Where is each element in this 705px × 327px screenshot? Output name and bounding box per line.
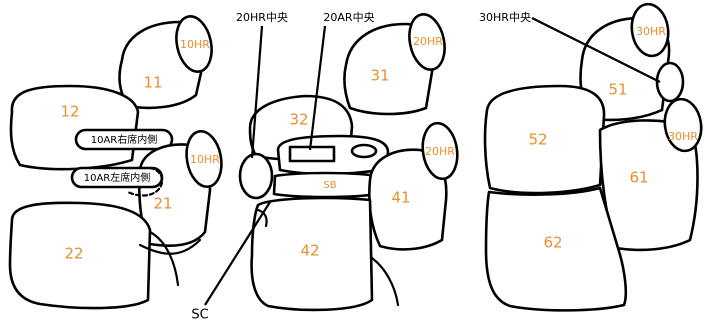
part-22-outline (8, 201, 152, 310)
label-41: 41 (391, 189, 410, 207)
front-seats-group (8, 15, 223, 310)
label-52: 52 (528, 131, 547, 149)
label-10ar-left: 10AR左席内側 (84, 171, 151, 184)
armrest-20ar-cupholder (350, 143, 378, 159)
label-20hr-mid: 20HR (425, 145, 455, 158)
headrest-30hr-top-outline (630, 2, 670, 58)
leader-20ar-center (308, 25, 327, 151)
label-sb: SB (323, 180, 336, 191)
part-52-outline (483, 84, 606, 195)
label-10hr-mid: 10HR (190, 153, 220, 166)
callout-sc: SC (191, 308, 208, 323)
armrest-20ar-tray (288, 145, 336, 163)
label-32: 32 (289, 111, 308, 129)
leader-sc (204, 201, 271, 306)
third-row-seats-group (483, 2, 703, 312)
headrest-10hr-mid-outline (185, 129, 223, 189)
leader-30hr-center (531, 17, 661, 83)
label-31: 31 (370, 67, 389, 85)
part-12-outline (9, 84, 140, 171)
headrest-30hr-center-outline (655, 61, 685, 103)
label-10hr-top: 10HR (180, 38, 210, 51)
label-20hr-top: 20HR (413, 35, 443, 48)
headrest-labels: 10HR 10HR 20HR 20HR 30HR 30HR (180, 25, 698, 166)
part-41-outline (368, 148, 448, 251)
part-22-detail (148, 230, 180, 287)
headrest-20hr-mid-outline (421, 121, 459, 181)
headrest-20hr-center-outline (238, 152, 274, 200)
leader-20hr-center (250, 25, 264, 159)
headrest-30hr-mid-outline (663, 97, 703, 153)
callout-labels: 20HR中央 20AR中央 30HR中央 SC (191, 11, 531, 323)
label-42: 42 (300, 242, 319, 260)
callout-30hr-center: 30HR中央 (479, 11, 531, 24)
label-61: 61 (629, 169, 648, 187)
part-62-outline (484, 186, 628, 312)
label-22: 22 (64, 245, 83, 263)
part-21-detail (138, 238, 202, 255)
armrest-labels: 10AR右席内側 10AR左席内側 (84, 133, 158, 184)
callout-20hr-center: 20HR中央 (236, 11, 288, 24)
label-30hr-top: 30HR (636, 25, 666, 38)
part-42-outline (250, 196, 374, 312)
armrest-10ar-right-outline (74, 128, 174, 151)
label-30hr-mid: 30HR (668, 130, 698, 143)
armrest-10ar-left-dashed (126, 166, 164, 197)
callout-20ar-center: 20AR中央 (323, 11, 374, 24)
label-10ar-right: 10AR右席内側 (91, 133, 158, 146)
second-row-seats-group (238, 13, 459, 312)
headrest-20hr-top-outline (408, 13, 446, 71)
label-11: 11 (143, 74, 162, 92)
part-numbers: 11 12 21 22 31 32 41 42 51 52 61 62 SB (60, 67, 648, 263)
part-sc-edge (256, 208, 268, 228)
leader-lines (204, 17, 661, 306)
label-62: 62 (543, 234, 562, 252)
part-42-detail (370, 256, 400, 307)
label-21: 21 (153, 195, 172, 213)
label-51: 51 (608, 81, 627, 99)
label-12: 12 (60, 103, 79, 121)
headrest-10hr-top-outline (175, 15, 213, 73)
